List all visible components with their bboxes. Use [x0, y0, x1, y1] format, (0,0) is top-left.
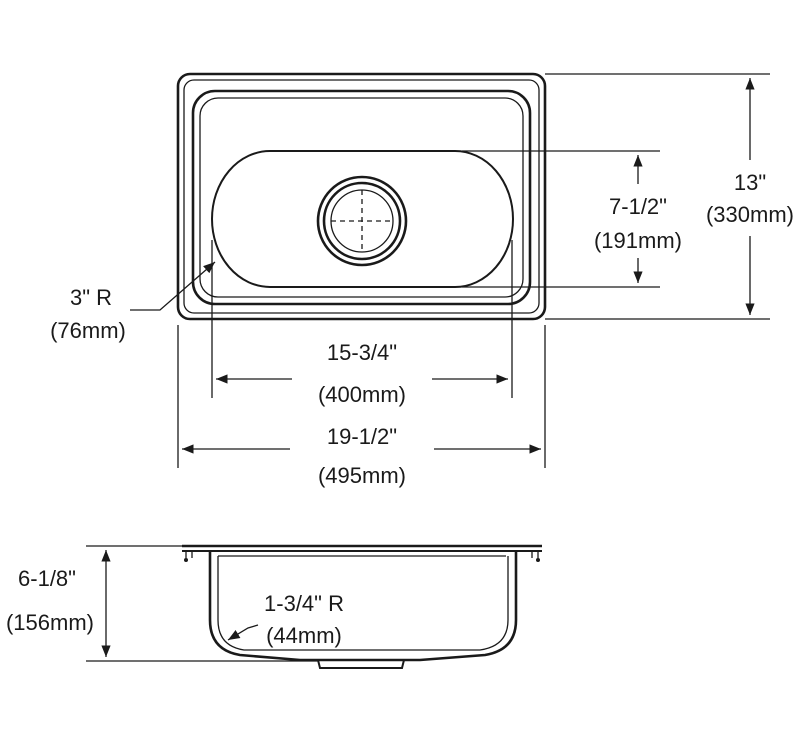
sink-rim-inner-line — [183, 79, 540, 314]
dimension-overall-length: 19-1/2" (495mm) — [177, 325, 546, 488]
dimension-bottom-radius: 1-3/4" R (44mm) — [227, 591, 344, 648]
height-mm-label: (330mm) — [706, 202, 794, 227]
depth-mm-label: (156mm) — [6, 610, 94, 635]
drain — [316, 175, 408, 267]
bowl-width-mm-label: (191mm) — [594, 228, 682, 253]
overall-length-mm-label: (495mm) — [318, 463, 406, 488]
sink-side-profile — [208, 551, 518, 662]
sink-outer-rim — [176, 72, 547, 321]
bowl-length-mm-label: (400mm) — [318, 382, 406, 407]
bowl-width-inch-label: 7-1/2" — [609, 194, 667, 219]
side-view: 6-1/8" (156mm) 1-3/4" R (44mm) — [6, 544, 542, 669]
corner-radius-inch-label: 3" R — [70, 285, 112, 310]
dimension-bowl-length: 15-3/4" (400mm) — [211, 240, 513, 407]
bottom-radius-inch-label: 1-3/4" R — [264, 591, 344, 616]
height-inch-label: 13" — [734, 170, 766, 195]
sink-bowl-inner-edge — [199, 97, 524, 298]
depth-inch-label: 6-1/8" — [18, 566, 76, 591]
dimension-overall-height: 13" (330mm) — [545, 73, 794, 320]
bowl-length-inch-label: 15-3/4" — [327, 340, 397, 365]
overall-length-inch-label: 19-1/2" — [327, 424, 397, 449]
corner-radius-mm-label: (76mm) — [50, 318, 126, 343]
bottom-radius-mm-label: (44mm) — [266, 623, 342, 648]
dimension-depth: 6-1/8" (156mm) — [6, 545, 318, 662]
sink-bowl-edge — [191, 89, 532, 306]
dimension-corner-radius: 3" R (76mm) — [50, 261, 216, 343]
top-view: 13" (330mm) 7-1/2" (191mm) 3" R (76mm) 1… — [50, 72, 794, 488]
sink-bowl-floor — [211, 150, 514, 288]
dimension-bowl-width: 7-1/2" (191mm) — [462, 150, 682, 288]
